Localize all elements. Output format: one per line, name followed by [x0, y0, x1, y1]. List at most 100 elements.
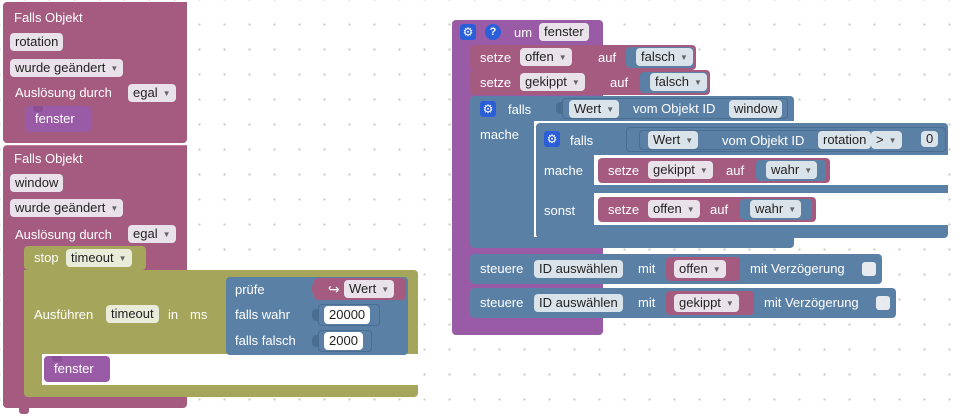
boolean-dropdown[interactable]: falsch▼	[650, 73, 707, 91]
block-notch	[33, 106, 43, 112]
gear-icon[interactable]: ⚙	[480, 101, 496, 117]
variable-getter-offen[interactable]: offen▼	[666, 257, 740, 281]
procedure-call-label: fenster	[54, 361, 94, 376]
chevron-down-icon: ▼	[110, 64, 119, 73]
delay-label: mit Verzögerung	[764, 295, 859, 310]
object-id-field[interactable]: rotation	[818, 131, 872, 149]
help-icon[interactable]: ?	[485, 24, 501, 40]
object-id-label: vom Objekt ID	[722, 133, 805, 148]
chevron-down-icon: ▼	[712, 265, 721, 274]
boolean-block-falsch[interactable]: falsch▼	[640, 72, 708, 93]
ternary-check-block[interactable]: prüfe falls wahr falls falsch ↪ Wert▼ 20…	[226, 277, 408, 355]
chevron-down-icon: ▼	[725, 299, 734, 308]
block-notch	[19, 408, 29, 414]
procedure-name-field[interactable]: fenster	[539, 23, 589, 41]
set-label: setze	[480, 50, 512, 65]
event-header: Falls Objekt	[14, 151, 83, 166]
value-block-wert[interactable]: ↪ Wert▼	[314, 278, 406, 300]
object-id-field[interactable]: window	[729, 100, 783, 118]
chevron-down-icon: ▼	[685, 136, 694, 145]
procedure-call-fenster[interactable]: fenster	[25, 106, 91, 132]
exec-timeout-name-field[interactable]: timeout	[106, 305, 159, 323]
variable-getter-gekippt[interactable]: gekippt▼	[666, 291, 754, 315]
event-block-rotation[interactable]: Falls Objekt rotation wurde geändert▼ Au…	[3, 2, 187, 143]
number-field[interactable]: 20000	[324, 306, 371, 324]
trigger-label: Auslösung durch	[15, 227, 112, 242]
variable-dropdown[interactable]: gekippt▼	[648, 161, 713, 179]
do-label: mache	[544, 163, 584, 178]
set-label: setze	[608, 202, 640, 217]
value-dropdown[interactable]: Wert▼	[344, 280, 395, 298]
control-label: steuere	[480, 261, 524, 276]
boolean-dropdown[interactable]: falsch▼	[636, 48, 693, 66]
block-notch	[52, 356, 62, 362]
id-select-field[interactable]: ID auswählen	[534, 260, 623, 278]
procedure-call-label: fenster	[35, 111, 75, 126]
set-label: setze	[608, 163, 640, 178]
gear-icon[interactable]: ⚙	[544, 131, 560, 147]
variable-dropdown[interactable]: gekippt▼	[520, 73, 585, 91]
chevron-down-icon: ▼	[788, 205, 797, 214]
mit-label: mit	[638, 261, 656, 276]
exec-in-label: in	[168, 307, 179, 322]
variable-dropdown[interactable]: offen▼	[648, 200, 700, 218]
stop-label: stop	[34, 250, 59, 265]
trigger-dropdown[interactable]: egal▼	[128, 84, 176, 102]
delay-checkbox[interactable]	[876, 296, 890, 310]
control-label: steuere	[480, 295, 524, 310]
set-variable-block-gekippt[interactable]: setze gekippt▼ auf falsch▼	[470, 70, 710, 95]
chevron-down-icon: ▼	[693, 78, 702, 87]
variable-dropdown[interactable]: offen▼	[674, 260, 726, 278]
get-object-value-block[interactable]: Wert▼ vom Objekt ID rotation	[639, 130, 872, 150]
event-object-field[interactable]: window	[10, 174, 64, 192]
trigger-dropdown[interactable]: egal▼	[128, 225, 176, 243]
return-arrow-icon: ↪	[328, 281, 340, 297]
auf-label: auf	[598, 50, 617, 65]
input-connector	[312, 335, 318, 347]
stop-timeout-block[interactable]: stop timeout▼	[24, 246, 146, 270]
variable-dropdown[interactable]: offen▼	[520, 48, 572, 66]
exec-label: Ausführen	[34, 307, 94, 322]
auf-label: auf	[610, 75, 629, 90]
set-variable-block-gekippt-true[interactable]: setze gekippt▼ auf wahr▼	[598, 158, 830, 183]
set-variable-block-offen-true[interactable]: setze offen▼ auf wahr▼	[598, 197, 816, 222]
chevron-down-icon: ▼	[571, 78, 580, 87]
event-object-field[interactable]: rotation	[10, 33, 64, 51]
boolean-block-wahr[interactable]: wahr▼	[740, 199, 812, 220]
value-dropdown[interactable]: Wert▼	[648, 131, 699, 149]
number-block-zero[interactable]: 0	[917, 130, 943, 150]
number-block-true[interactable]: 20000	[318, 304, 380, 326]
number-field[interactable]: 2000	[324, 332, 363, 350]
true-label: falls wahr	[235, 307, 290, 322]
chevron-down-icon: ▼	[558, 53, 567, 62]
number-field[interactable]: 0	[921, 131, 939, 147]
if-label: falls	[570, 133, 594, 148]
input-connector	[312, 283, 318, 295]
boolean-dropdown[interactable]: wahr▼	[750, 200, 802, 218]
delay-checkbox[interactable]	[862, 262, 876, 276]
variable-dropdown[interactable]: gekippt▼	[674, 294, 739, 312]
boolean-block-wahr[interactable]: wahr▼	[756, 160, 826, 181]
check-label: prüfe	[235, 282, 265, 297]
get-object-value-block[interactable]: Wert▼ vom Objekt ID window	[562, 98, 788, 119]
stop-timeout-dropdown[interactable]: timeout▼	[66, 249, 132, 267]
boolean-dropdown[interactable]: wahr▼	[766, 161, 818, 179]
procedure-call-fenster[interactable]: fenster	[44, 356, 110, 382]
control-block-offen[interactable]: steuere ID auswählen mit offen▼ mit Verz…	[470, 254, 882, 284]
event-condition-dropdown[interactable]: wurde geändert▼	[10, 199, 124, 217]
value-dropdown[interactable]: Wert▼	[569, 100, 620, 118]
else-label: sonst	[544, 203, 576, 218]
delay-label: mit Verzögerung	[750, 261, 845, 276]
event-condition-dropdown[interactable]: wurde geändert▼	[10, 59, 124, 77]
id-select-field[interactable]: ID auswählen	[534, 294, 623, 312]
chevron-down-icon: ▼	[162, 230, 171, 239]
set-variable-block-offen[interactable]: setze offen▼ auf falsch▼	[470, 45, 696, 70]
operator-dropdown[interactable]: >▼	[871, 131, 902, 149]
compare-block[interactable]: Wert▼ vom Objekt ID rotation >▼ 0	[626, 127, 946, 152]
gear-icon[interactable]: ⚙	[460, 24, 476, 40]
boolean-block-falsch[interactable]: falsch▼	[626, 47, 694, 68]
chevron-down-icon: ▼	[118, 254, 127, 263]
false-label: falls falsch	[235, 333, 296, 348]
control-block-gekippt[interactable]: steuere ID auswählen mit gekippt▼ mit Ve…	[470, 288, 896, 318]
number-block-false[interactable]: 2000	[318, 330, 372, 352]
